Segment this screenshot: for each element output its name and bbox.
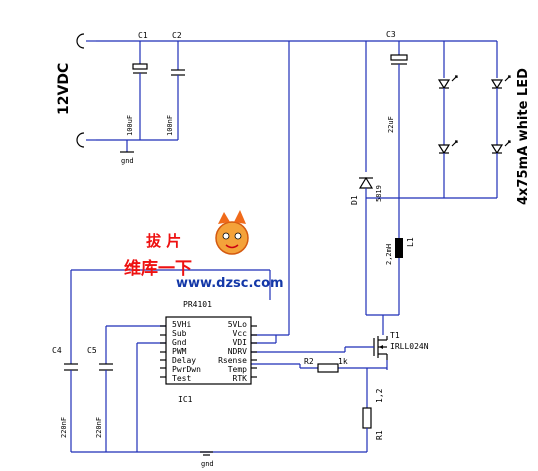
- ic-pin-left: PWM: [172, 347, 187, 356]
- inductor-l1: [395, 238, 403, 315]
- capacitor-c5: [99, 363, 113, 452]
- l1-ref: L1: [406, 237, 415, 247]
- pwm-loop-wire: [70, 269, 271, 364]
- ic-pin-right: Rsense: [218, 356, 247, 365]
- ic-ref: IC1: [178, 395, 193, 404]
- c4-ref: C4: [52, 346, 62, 355]
- source-wire: [251, 360, 388, 370]
- transistor-t1: [373, 336, 388, 360]
- watermark-top-text: 拔 片: [146, 232, 181, 250]
- led-return-wire: [365, 41, 497, 238]
- capacitor-c2: [171, 69, 185, 140]
- ic-pin-right: Temp: [228, 365, 247, 374]
- c2-value: 100nF: [166, 115, 174, 136]
- capacitor-c1: [132, 63, 148, 140]
- r1-value: 1,2: [375, 388, 384, 403]
- top-rail-wire: [96, 40, 498, 335]
- c1-ref: C1: [138, 31, 148, 40]
- watermark-url: www.dzsc.com: [176, 276, 284, 291]
- supply-terminal-bottom: [76, 132, 96, 148]
- ic-pin-right: RTK: [233, 374, 248, 383]
- c5-ref: C5: [87, 346, 97, 355]
- c1-value: 100uF: [126, 115, 134, 136]
- watermark-logo: 拔 片 维库一下 www.dzsc.com: [124, 210, 284, 291]
- led-string-left: [437, 79, 451, 198]
- t1-ref: T1: [390, 331, 400, 340]
- ic-pin-right: Vcc: [233, 329, 248, 338]
- ground-label-top: gnd: [121, 157, 134, 165]
- drain-node-wire: [366, 314, 399, 335]
- vcc-wire: [251, 334, 289, 344]
- l1-value: 2,2mH: [385, 244, 393, 265]
- bottom-ground-rail: [71, 451, 367, 456]
- resistor-r2: [317, 363, 339, 373]
- supply-voltage-label: 12VDC: [56, 63, 72, 115]
- ic-pin-right: 5VLo: [228, 320, 247, 329]
- d1-value: 5819: [375, 185, 383, 202]
- ic-pin-right: NDRV: [228, 347, 247, 356]
- resistor-r1: [362, 368, 372, 452]
- capacitor-c4: [64, 363, 78, 452]
- led-string-right: [490, 79, 504, 198]
- ic-pin-left: Test: [172, 374, 191, 383]
- ic-pin-stubs: [160, 325, 257, 378]
- ic-pin-left: 5VHi: [172, 320, 191, 329]
- c4-value: 220nF: [60, 417, 68, 438]
- ic-pin-right: VDI: [233, 338, 248, 347]
- r1-ref: R1: [375, 430, 384, 440]
- ic-pin-left: Gnd: [172, 338, 187, 347]
- ic-left-pins: 5VHi Sub Gnd PWM Delay PwrDwn Test: [172, 320, 201, 383]
- supply-terminal-top: [76, 33, 96, 49]
- watermark-brand: 维库一下: [124, 258, 192, 279]
- sub-wire: [105, 325, 166, 364]
- t1-value: IRLL024N: [390, 342, 429, 351]
- ic-pin-left: Sub: [172, 329, 187, 338]
- diode-d1: [358, 176, 374, 315]
- c2-ref: C2: [172, 31, 182, 40]
- r2-value: 1k: [338, 357, 348, 366]
- ic-pin-left: PwrDwn: [172, 365, 201, 374]
- led-light-arrows: [451, 75, 511, 147]
- capacitor-c3: [390, 54, 408, 198]
- d1-ref: D1: [350, 195, 359, 205]
- led-label: 4x75mA white LED: [516, 68, 531, 205]
- gate-wire: [251, 346, 374, 353]
- ic-pin-left: Delay: [172, 356, 196, 365]
- ground-label-bottom: gnd: [201, 460, 214, 468]
- r2-ref: R2: [304, 357, 314, 366]
- gnd-pin-wire: [136, 342, 166, 452]
- ic-right-pins: 5VLo Vcc VDI NDRV Rsense Temp RTK: [218, 320, 247, 383]
- mascot-icon: [215, 221, 249, 255]
- supply-ground-rail: [96, 139, 178, 153]
- ic-body: [165, 316, 252, 385]
- c5-value: 220nF: [95, 417, 103, 438]
- c3-ref: C3: [386, 30, 396, 39]
- ic-part-number: PR4101: [183, 300, 212, 309]
- c3-value: 22uF: [387, 116, 395, 133]
